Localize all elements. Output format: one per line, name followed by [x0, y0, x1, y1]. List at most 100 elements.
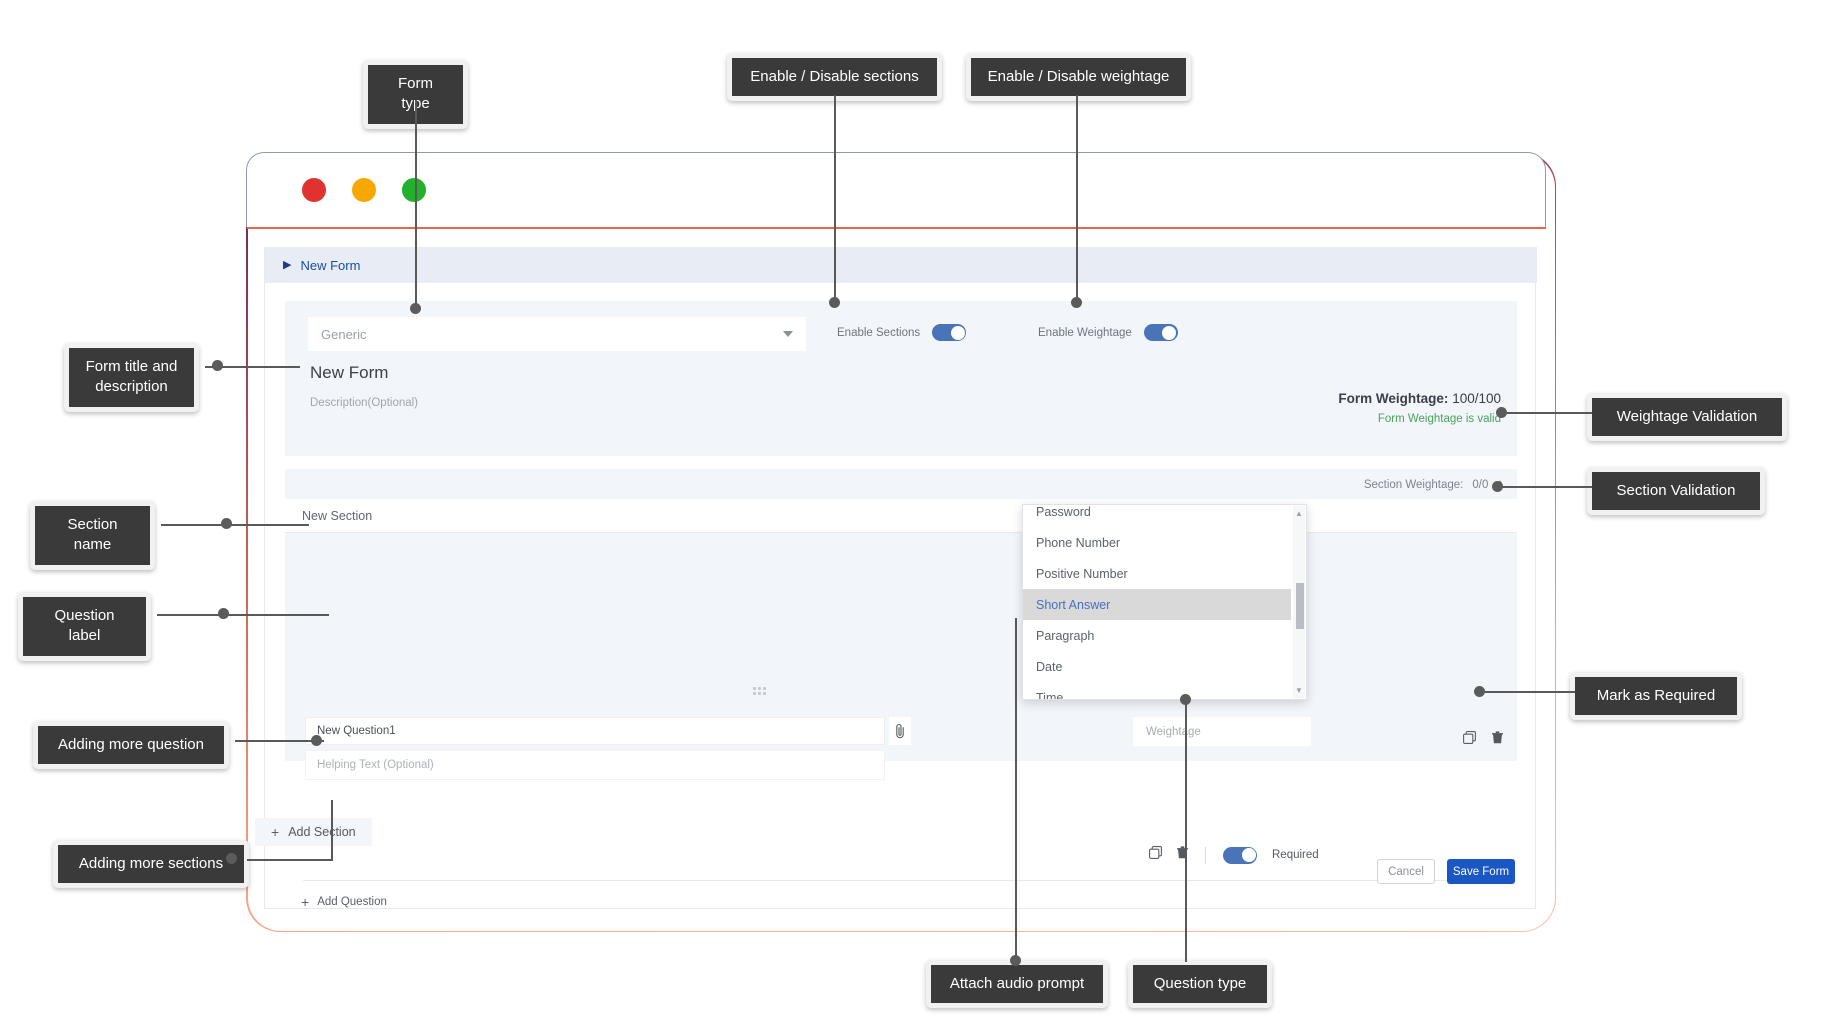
- leader-enable-weightage: [1076, 95, 1078, 301]
- add-question-label: Add Question: [317, 896, 387, 908]
- minimize-window-button[interactable]: [352, 178, 376, 202]
- question-type-option-short-answer[interactable]: Short Answer: [1023, 589, 1291, 620]
- breadcrumb-caret-icon[interactable]: ▶: [283, 258, 292, 271]
- question-type-option-password[interactable]: Password: [1036, 504, 1091, 519]
- leader-dot-attach-audio: [1010, 955, 1021, 966]
- chevron-down-icon: [783, 331, 793, 337]
- form-weightage-validation: Form Weightage: 100/100 Form Weightage i…: [1338, 391, 1501, 425]
- enable-weightage-toggle-row[interactable]: Enable Weightage: [1038, 324, 1178, 341]
- leader-form-title: [205, 366, 300, 368]
- annotation-adding-more-sections: Adding more sections: [53, 840, 249, 889]
- leader-dot-form-title: [212, 360, 223, 371]
- attach-audio-button[interactable]: [889, 717, 911, 745]
- annotation-question-type: Question type: [1128, 960, 1272, 1009]
- scrollbar-thumb[interactable]: [1296, 583, 1304, 629]
- section-weightage-value: 0/0: [1472, 479, 1489, 491]
- question-type-dropdown[interactable]: Password Phone Number Positive Number Sh…: [1022, 504, 1307, 700]
- leader-section-name: [161, 524, 309, 526]
- required-label: Required: [1272, 849, 1319, 861]
- leader-dot-section-validation: [1492, 481, 1503, 492]
- section-weightage-label: Section Weightage:: [1363, 479, 1464, 491]
- leader-adding-more-sections-v: [331, 800, 333, 861]
- form-weightage-value: 100/100: [1452, 391, 1501, 406]
- question-label-input[interactable]: New Question1: [305, 717, 885, 745]
- delete-section-icon[interactable]: [1492, 731, 1503, 749]
- annotation-question-label: Question label: [18, 592, 151, 661]
- form-weightage-status: Form Weightage is valid: [1377, 413, 1501, 425]
- duplicate-section-icon[interactable]: [1463, 731, 1476, 749]
- leader-dot-weightage-validation: [1496, 407, 1507, 418]
- browser-window-chrome: [246, 152, 1546, 227]
- duplicate-question-icon[interactable]: [1149, 846, 1162, 864]
- section-weightage-validation: Section Weightage: 0/0 ^: [1364, 479, 1503, 491]
- enable-weightage-switch[interactable]: [1143, 324, 1178, 341]
- enable-sections-switch[interactable]: [932, 324, 967, 341]
- annotation-mark-required: Mark as Required: [1570, 672, 1742, 721]
- question-weightage-input[interactable]: Weightage: [1133, 717, 1311, 746]
- required-switch[interactable]: [1223, 846, 1257, 864]
- add-question-button[interactable]: + Add Question: [301, 895, 387, 909]
- cancel-button[interactable]: Cancel: [1377, 859, 1435, 884]
- paperclip-icon: [895, 723, 904, 738]
- question-type-option-phone-number[interactable]: Phone Number: [1036, 535, 1121, 550]
- question-type-option-date[interactable]: Date: [1036, 659, 1063, 674]
- form-footer-buttons: Cancel Save Form: [1377, 859, 1515, 884]
- leader-dot-question-label: [218, 608, 229, 619]
- annotation-enable-sections: Enable / Disable sections: [727, 53, 942, 102]
- breadcrumb-label[interactable]: New Form: [300, 257, 361, 273]
- annotation-enable-weightage: Enable / Disable weightage: [966, 53, 1191, 102]
- tools-divider: [1205, 846, 1206, 864]
- leader-dot-enable-weightage: [1071, 297, 1082, 308]
- question-weightage-placeholder: Weightage: [1146, 725, 1201, 738]
- leader-dot-section-name: [221, 518, 232, 529]
- question-tools: Required: [1149, 846, 1319, 864]
- form-builder-app: ▶ New Form Generic Enable Sections Enabl…: [264, 247, 1537, 909]
- leader-mark-required: [1478, 691, 1575, 693]
- maximize-window-button[interactable]: [402, 178, 426, 202]
- question-type-option-list: Password Phone Number Positive Number Sh…: [1023, 504, 1291, 700]
- leader-dot-question-type: [1180, 694, 1191, 705]
- enable-weightage-label: Enable Weightage: [1038, 326, 1132, 339]
- scroll-down-icon[interactable]: ▼: [1295, 686, 1303, 695]
- save-form-button[interactable]: Save Form: [1447, 859, 1515, 884]
- form-title-input[interactable]: New Form: [310, 363, 389, 382]
- enable-sections-toggle-row[interactable]: Enable Sections: [837, 324, 967, 341]
- form-type-value: Generic: [321, 326, 367, 342]
- annotation-attach-audio: Attach audio prompt: [926, 960, 1108, 1009]
- annotation-adding-more-question: Adding more question: [33, 721, 229, 770]
- delete-question-icon[interactable]: [1177, 846, 1188, 864]
- annotation-section-name: Section name: [30, 501, 155, 570]
- form-weightage-label: Form Weightage:: [1338, 391, 1449, 406]
- section-name-input[interactable]: New Section: [285, 499, 1517, 533]
- form-type-select[interactable]: Generic: [308, 317, 806, 351]
- question-type-option-positive-number[interactable]: Positive Number: [1036, 566, 1128, 581]
- leader-section-validation: [1496, 486, 1592, 488]
- add-section-button[interactable]: + Add Section: [255, 818, 372, 846]
- leader-question-type: [1185, 700, 1187, 962]
- leader-adding-more-sections-h: [247, 859, 333, 861]
- question-type-option-time[interactable]: Time: [1036, 690, 1064, 700]
- scroll-up-icon[interactable]: ▲: [1295, 509, 1303, 518]
- annotation-form-title-description: Form title and description: [64, 343, 199, 412]
- form-description-input[interactable]: Description(Optional): [310, 397, 419, 409]
- browser-accent-rule: [247, 227, 1546, 229]
- question-drag-handle-icon[interactable]: [753, 687, 767, 696]
- leader-weightage-validation: [1500, 412, 1592, 414]
- close-window-button[interactable]: [302, 178, 326, 202]
- leader-dot-enable-sections: [829, 297, 840, 308]
- leader-adding-more-question: [235, 740, 324, 742]
- leader-dot-form-type: [410, 303, 421, 314]
- question-helping-text-input[interactable]: Helping Text (Optional): [305, 750, 885, 780]
- section-tools: [1463, 731, 1503, 749]
- question-separator: [303, 880, 1498, 881]
- question-type-option-paragraph[interactable]: Paragraph: [1036, 628, 1095, 643]
- enable-sections-label: Enable Sections: [837, 326, 921, 339]
- annotation-weightage-validation: Weightage Validation: [1587, 393, 1787, 442]
- breadcrumb: ▶ New Form: [265, 247, 1537, 283]
- section-name-value: New Section: [302, 508, 373, 523]
- form-header-card: Generic Enable Sections Enable Weightage…: [285, 301, 1517, 456]
- leader-question-label: [157, 614, 329, 616]
- question-label-value: New Question1: [317, 725, 396, 737]
- annotation-section-validation: Section Validation: [1587, 467, 1765, 516]
